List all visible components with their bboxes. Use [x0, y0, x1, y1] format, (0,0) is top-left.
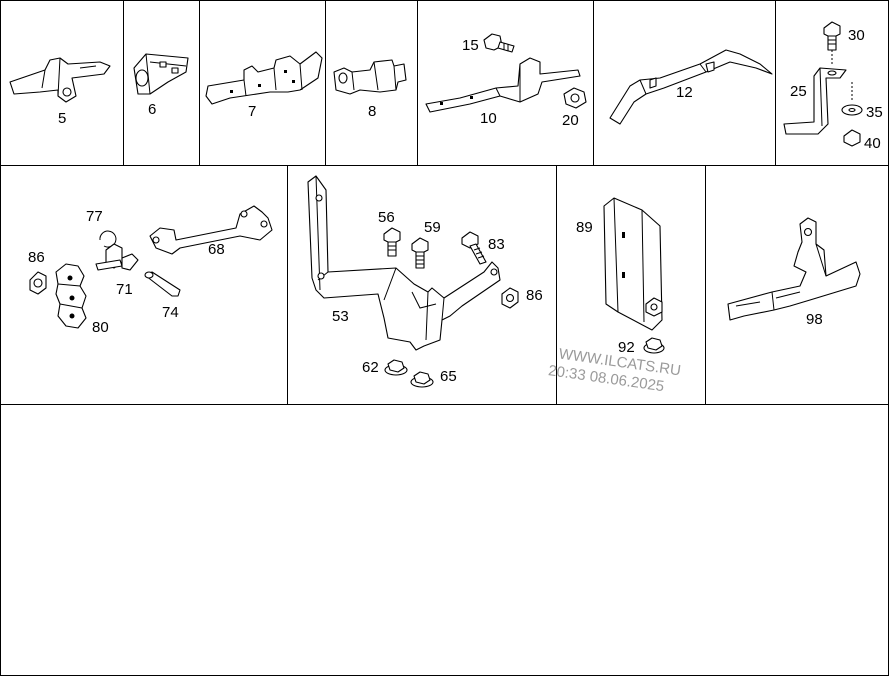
part-62-label: 62 [362, 359, 379, 376]
part-6-cell[interactable]: 6 [133, 53, 189, 118]
bolt-15-drawing [483, 33, 515, 53]
part-74-label: 74 [162, 304, 179, 321]
part-5-label: 5 [58, 110, 66, 127]
nut-65-drawing [410, 371, 434, 388]
part-12-cell[interactable]: 12 [609, 49, 773, 125]
parts-68-cell[interactable]: 77 86 71 68 74 [28, 205, 273, 336]
part-65-label: 65 [440, 368, 457, 385]
coupling-80-drawing [55, 263, 87, 329]
bracket-10-drawing [425, 57, 581, 113]
part-68-label: 68 [208, 241, 225, 258]
part-83-label: 83 [488, 236, 505, 253]
part-92-label: 92 [618, 339, 635, 356]
part-10-label: 10 [480, 110, 497, 127]
part-30-label: 30 [848, 27, 865, 44]
bracket-98-drawing [727, 217, 861, 321]
part-10-cell[interactable]: 15 10 20 [425, 33, 587, 129]
part-20-label: 20 [562, 112, 579, 129]
bracket-12-drawing [609, 49, 773, 125]
pin-74-drawing [144, 271, 181, 297]
part-40-label: 40 [864, 135, 881, 152]
part-8-label: 8 [368, 103, 376, 120]
bracket-89-drawing [603, 197, 663, 331]
part-53-label: 53 [332, 308, 349, 325]
part-8-drawing [333, 59, 407, 95]
nut-86b-drawing [501, 287, 519, 309]
bolt-56-drawing [383, 227, 401, 257]
nut-20-drawing [563, 87, 587, 109]
part-86b-label: 86 [526, 287, 543, 304]
bolt-83-drawing [461, 231, 487, 265]
part-89-cell[interactable]: 89 92 [576, 197, 665, 356]
part-59-label: 59 [424, 219, 441, 236]
part-6-drawing [133, 53, 189, 95]
part-7-cell[interactable]: 7 [205, 51, 323, 120]
part-98-cell[interactable]: 98 [727, 217, 861, 328]
part-25-label: 25 [790, 83, 807, 100]
part-8-cell[interactable]: 8 [333, 59, 407, 120]
part-7-label: 7 [248, 103, 256, 120]
part-80-label: 80 [92, 319, 109, 336]
bracket-25-drawing [783, 67, 847, 135]
nut-86a-drawing [29, 271, 47, 295]
part-5-cell[interactable]: 5 [9, 57, 111, 127]
bar-68-drawing [149, 205, 273, 255]
part-5-drawing [9, 57, 111, 103]
part-15-label: 15 [462, 37, 479, 54]
part-56-label: 56 [378, 209, 395, 226]
part-35-label: 35 [866, 104, 883, 121]
empty-lower-panel [1, 405, 888, 675]
bracket-53-drawing [307, 175, 501, 351]
part-71-label: 71 [116, 281, 133, 298]
part-86a-label: 86 [28, 249, 45, 266]
nut-62-drawing [384, 359, 408, 376]
part-25-cell[interactable]: 30 25 35 40 [783, 21, 883, 152]
bolt-59-drawing [411, 237, 429, 269]
pin-71-drawing [95, 243, 139, 271]
part-53-cell[interactable]: 53 56 59 83 86 62 65 [307, 175, 543, 388]
part-77-label: 77 [86, 208, 103, 225]
nut-40-drawing [843, 129, 861, 147]
washer-35-drawing [841, 82, 863, 116]
part-98-label: 98 [806, 311, 823, 328]
bolt-30-drawing [823, 21, 841, 66]
part-6-label: 6 [148, 101, 156, 118]
part-7-drawing [205, 51, 323, 105]
part-12-label: 12 [676, 84, 693, 101]
nut-92-drawing [643, 337, 665, 354]
part-89-label: 89 [576, 219, 593, 236]
grid-lines [0, 0, 889, 405]
